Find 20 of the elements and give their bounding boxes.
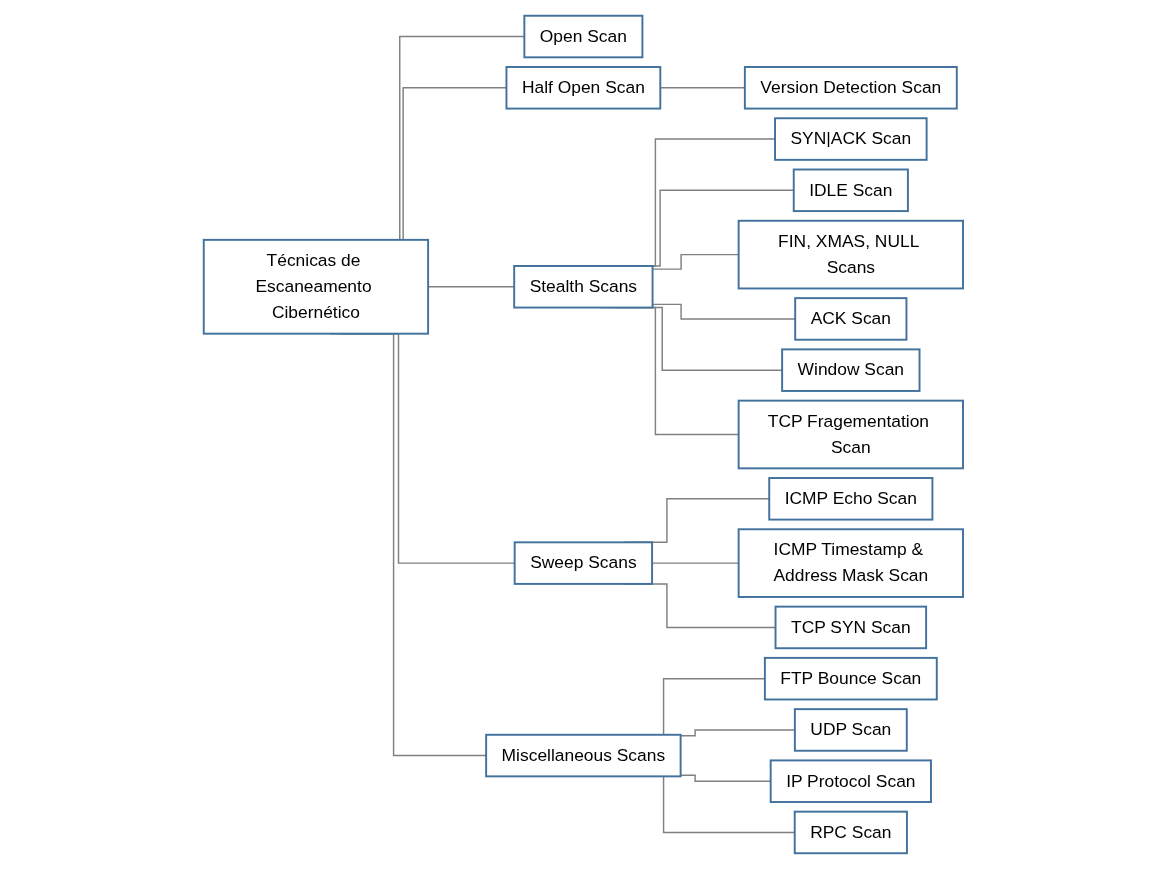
- node-box: SYN|ACK Scan: [774, 117, 928, 161]
- node-box: ACK Scan: [794, 297, 908, 341]
- node-box: TCP SYN Scan: [774, 605, 928, 650]
- node-box: FTP Bounce Scan: [764, 656, 938, 701]
- node-box: Window Scan: [781, 348, 921, 392]
- node-box: Miscellaneous Scans: [485, 733, 682, 778]
- node-box: ICMP Timestamp & Address Mask Scan: [737, 528, 965, 598]
- node-box: Open Scan: [523, 14, 644, 59]
- node-box: TCP Fragementation Scan: [737, 399, 965, 470]
- node-box: Stealth Scans: [513, 265, 654, 309]
- node-box: UDP Scan: [794, 708, 908, 752]
- node-box: FIN, XMAS, NULL Scans: [737, 219, 965, 290]
- node-box: Version Detection Scan: [744, 66, 958, 110]
- node-box: RPC Scan: [793, 810, 909, 855]
- node-box: Técnicas de Escaneamento Cibernético: [202, 238, 430, 335]
- node-box: Sweep Scans: [513, 541, 654, 585]
- node-box: IP Protocol Scan: [769, 759, 933, 803]
- node-box: ICMP Echo Scan: [768, 477, 934, 521]
- node-box: Half Open Scan: [505, 66, 662, 110]
- node-box: IDLE Scan: [792, 168, 909, 213]
